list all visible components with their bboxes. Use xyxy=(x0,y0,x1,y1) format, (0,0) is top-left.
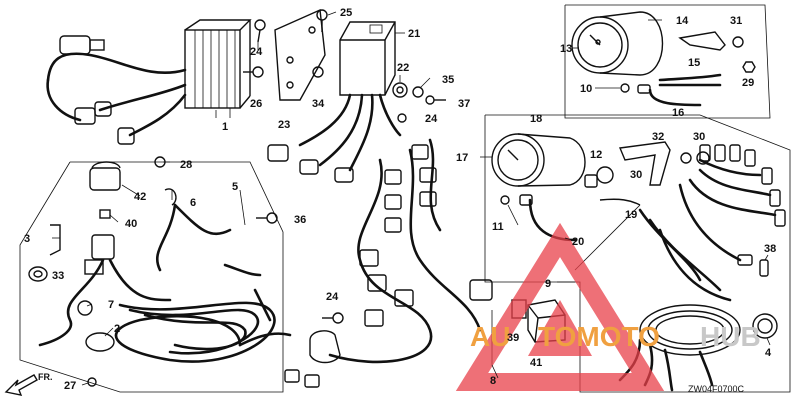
label-10: 10 xyxy=(580,83,592,95)
label-34: 34 xyxy=(312,98,325,110)
label-9: 9 xyxy=(545,278,551,290)
group-frames xyxy=(19,4,791,393)
label-37: 37 xyxy=(458,98,470,110)
label-21: 21 xyxy=(408,28,420,40)
bolt-24-lower xyxy=(322,312,344,324)
label-40: 40 xyxy=(125,218,137,230)
label-31: 31 xyxy=(730,15,742,27)
label-17: 17 xyxy=(456,152,468,164)
label-26: 26 xyxy=(250,98,262,110)
label-30a: 30 xyxy=(630,169,642,181)
label-29: 29 xyxy=(742,77,754,89)
watermark-hub: HUB xyxy=(700,321,761,352)
label-3: 3 xyxy=(24,233,30,245)
label-30b: 30 xyxy=(693,131,705,143)
label-42: 42 xyxy=(134,191,146,203)
label-5: 5 xyxy=(232,181,238,193)
label-4: 4 xyxy=(765,347,772,359)
front-direction-arrow: FR. xyxy=(4,372,53,396)
label-24c: 24 xyxy=(326,291,339,303)
label-24a: 24 xyxy=(250,46,263,58)
label-27: 27 xyxy=(64,380,76,392)
bolts-upper xyxy=(243,9,328,78)
main-harness xyxy=(284,138,493,388)
label-35: 35 xyxy=(442,74,454,86)
control-box-21 xyxy=(267,21,402,183)
label-12: 12 xyxy=(590,149,602,161)
diagram-code: ZW04F0700C xyxy=(688,384,745,394)
label-39: 39 xyxy=(507,332,519,344)
label-41: 41 xyxy=(530,357,542,369)
label-15: 15 xyxy=(688,57,700,69)
label-38: 38 xyxy=(764,243,776,255)
gauge-upper xyxy=(571,11,756,107)
watermark-auto: AU xyxy=(470,321,510,352)
label-1: 1 xyxy=(222,121,228,133)
label-8: 8 xyxy=(490,375,496,387)
label-28: 28 xyxy=(180,159,192,171)
instrument-harness xyxy=(618,144,786,392)
battery-cables xyxy=(28,156,292,387)
watermark: AU TOMOTO HUB xyxy=(455,222,761,391)
bracket-23 xyxy=(274,8,326,101)
label-19: 19 xyxy=(625,209,637,221)
label-22: 22 xyxy=(397,62,409,74)
label-11: 11 xyxy=(492,221,504,233)
label-24b: 24 xyxy=(425,113,438,125)
watermark-triangle-inner xyxy=(528,300,592,356)
front-label: FR. xyxy=(38,372,53,382)
watermark-triangle xyxy=(455,222,665,391)
label-14: 14 xyxy=(676,15,689,27)
label-18: 18 xyxy=(530,113,542,125)
rectifier-regulator xyxy=(46,19,252,145)
label-6: 6 xyxy=(190,197,196,209)
label-7: 7 xyxy=(108,299,114,311)
label-33: 33 xyxy=(52,270,64,282)
label-32: 32 xyxy=(652,131,664,143)
label-25: 25 xyxy=(340,7,352,19)
part-labels: 1 2 3 4 5 6 7 8 9 10 11 12 13 14 15 16 1… xyxy=(24,7,776,392)
grommet-screw xyxy=(392,82,446,123)
watermark-moto: TOMOTO xyxy=(538,321,660,352)
label-2: 2 xyxy=(114,323,120,335)
label-13: 13 xyxy=(560,43,572,55)
leader-lines xyxy=(52,11,771,386)
label-20: 20 xyxy=(572,236,584,248)
label-23: 23 xyxy=(278,119,290,131)
label-16: 16 xyxy=(672,107,684,119)
screw-10 xyxy=(620,83,630,93)
label-36: 36 xyxy=(294,214,306,226)
